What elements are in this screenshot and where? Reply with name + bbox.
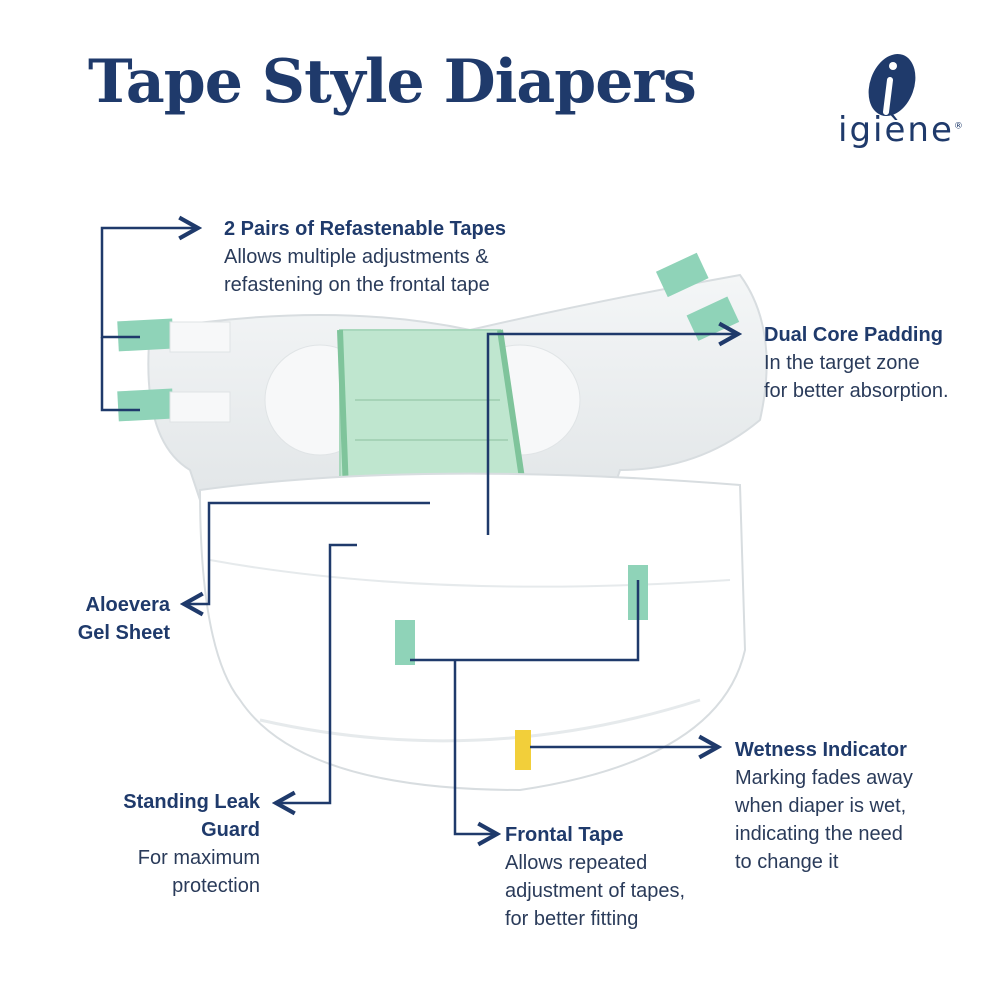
callout-leak-heading: Guard <box>201 819 260 841</box>
callout-frontal-line: for better fitting <box>505 908 639 930</box>
callout-tapes-line: refastening on the frontal tape <box>224 274 490 296</box>
callout-core-heading: Dual Core Padding <box>764 324 943 346</box>
brand-name: igiène® <box>838 110 965 150</box>
callout-frontal-line: adjustment of tapes, <box>505 880 686 902</box>
leak-leader-line <box>276 543 357 803</box>
tapes-leader-line <box>100 228 198 339</box>
callout-core: Dual Core Padding In the target zone for… <box>764 321 949 405</box>
callout-lines <box>100 228 738 834</box>
callout-tapes-heading: 2 Pairs of Refastenable Tapes <box>224 218 506 240</box>
callout-tapes: 2 Pairs of Refastenable Tapes Allows mul… <box>224 215 506 299</box>
callout-core-line: In the target zone <box>764 352 920 374</box>
aloe-leader-line <box>184 501 430 604</box>
callout-aloe-heading: Gel Sheet <box>77 622 170 644</box>
tapes-leader-line-2 <box>100 337 140 412</box>
callout-core-line: for better absorption. <box>764 380 949 402</box>
callout-leak-heading: Standing Leak <box>123 791 260 813</box>
callout-leak-line: protection <box>172 875 260 897</box>
page-title: Tape Style Diapers <box>88 47 697 117</box>
callout-wetness-line: to change it <box>735 851 839 873</box>
callout-leak: Standing Leak Guard For maximum protecti… <box>100 788 260 900</box>
callout-tapes-line: Allows multiple adjustments & <box>224 246 489 268</box>
brand-logo-icon <box>868 54 916 116</box>
frontal-leader-line <box>410 580 640 662</box>
callout-frontal: Frontal Tape Allows repeated adjustment … <box>505 821 685 933</box>
callout-wetness: Wetness Indicator Marking fades away whe… <box>735 736 913 876</box>
callout-leak-line: For maximum <box>137 847 260 869</box>
diaper-illustration <box>117 252 768 792</box>
callout-wetness-line: indicating the need <box>735 823 903 845</box>
callout-frontal-line: Allows repeated <box>505 852 648 874</box>
callout-wetness-heading: Wetness Indicator <box>735 739 907 761</box>
callout-frontal-heading: Frontal Tape <box>505 824 624 846</box>
callout-wetness-line: when diaper is wet, <box>735 795 907 817</box>
callout-aloe-heading: Aloevera <box>85 594 171 616</box>
frontal-leader-line-2 <box>453 660 497 834</box>
callout-aloe: Aloevera Gel Sheet <box>60 591 170 647</box>
core-leader-line <box>486 334 738 535</box>
callout-wetness-line: Marking fades away <box>735 767 913 789</box>
